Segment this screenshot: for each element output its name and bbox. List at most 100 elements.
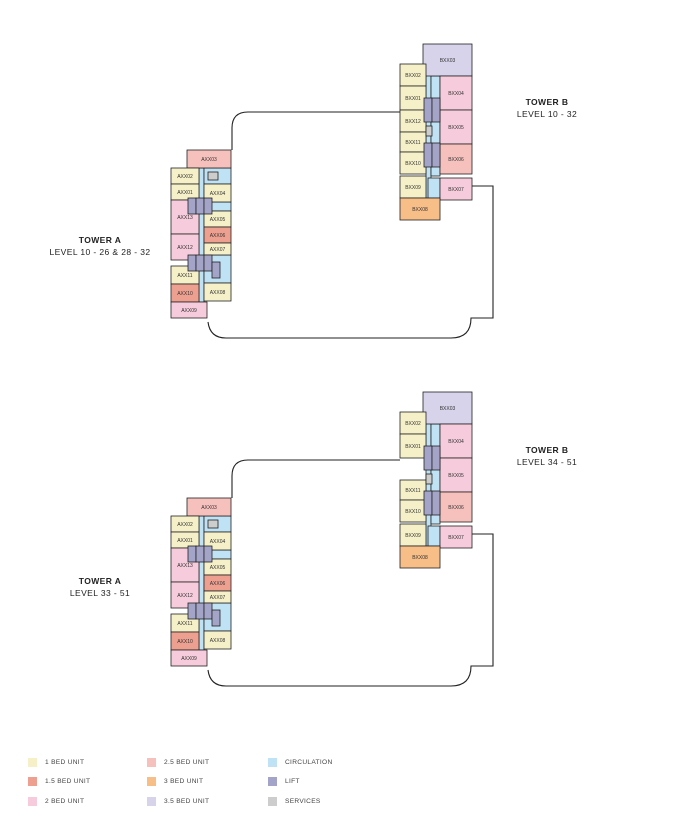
lift [423,445,433,471]
unit-label-bxx01: BXX01 [405,96,421,102]
legend-item-1-bed: 1 BED UNIT [28,756,84,768]
services [207,171,219,181]
unit-label-bxx06: BXX06 [448,505,464,511]
legend-label: 1 BED UNIT [45,758,85,766]
unit-label-axx01: AXX01 [177,190,193,196]
unit-label-axx04: AXX04 [210,191,226,197]
lift [195,197,205,215]
lift [195,602,205,620]
legend-label: LIFT [285,777,300,785]
unit-label-axx10: AXX10 [177,639,193,645]
plan-2-tower-b-label: TOWER B LEVEL 34 - 51 [492,444,602,468]
unit-label-axx07: AXX07 [210,595,226,601]
unit-label-bxx08: BXX08 [412,555,428,561]
legend-swatch [147,796,156,806]
plan-2-tower-a-block: AXX03AXX02AXX01AXX13AXX12AXX11AXX10AXX09… [170,497,232,667]
unit-label-axx05: AXX05 [210,217,226,223]
plan-1-tower-b-title: TOWER B [525,97,569,107]
legend-swatch [268,776,277,786]
legend-label: 3.5 BED UNIT [164,797,210,805]
legend-item-3-5-bed: 3.5 BED UNIT [147,795,209,807]
lift [423,97,433,123]
unit-label-bxx06: BXX06 [448,157,464,163]
unit-label-axx06: AXX06 [210,581,226,587]
legend-item-circulation: CIRCULATION [268,756,333,768]
lift [203,602,213,620]
corridor [198,515,205,651]
legend-item-2-bed: 2 BED UNIT [28,795,84,807]
lift [187,254,197,272]
unit-label-bxx02: BXX02 [405,73,421,79]
unit-axx07 [203,590,232,604]
unit-label-bxx10: BXX10 [405,161,421,167]
lift [195,254,205,272]
unit-label-axx12: AXX12 [177,245,193,251]
unit-label-axx09: AXX09 [181,308,197,314]
unit-label-bxx10: BXX10 [405,509,421,515]
unit-bxx07 [439,177,473,201]
lift [203,197,213,215]
lift [431,142,441,168]
unit-label-axx02: AXX02 [177,522,193,528]
unit-label-bxx12: BXX12 [405,119,421,125]
unit-axx03 [186,497,232,517]
unit-bxx08 [399,545,441,569]
unit-label-axx10: AXX10 [177,291,193,297]
plan-2-tower-b-block: BXX03BXX04BXX05BXX06BXX07BXX02BXX01BXX11… [399,391,473,569]
unit-label-bxx11: BXX11 [405,488,420,494]
legend-swatch [268,796,277,806]
plan-2-podium-outline [207,459,494,687]
plan-1-tower-a-level: LEVEL 10 - 26 & 28 - 32 [49,247,151,257]
unit-label-axx03: AXX03 [201,157,217,163]
legend-item-services: SERVICES [268,795,321,807]
services [425,125,433,137]
legend-swatch [147,776,156,786]
unit-axx07 [203,242,232,256]
unit-label-bxx02: BXX02 [405,421,421,427]
unit-label-bxx09: BXX09 [405,533,421,539]
legend-label: 2.5 BED UNIT [164,758,210,766]
services [425,473,433,485]
core-circulation [427,177,441,199]
legend-label: SERVICES [285,797,321,805]
plan-1-podium-outline [207,111,494,339]
legend-label: CIRCULATION [285,758,333,766]
unit-label-bxx05: BXX05 [448,125,464,131]
unit-label-bxx05: BXX05 [448,473,464,479]
legend-swatch [147,757,156,767]
unit-bxx01 [399,433,427,459]
lift [211,609,221,627]
unit-label-bxx08: BXX08 [412,207,428,213]
legend-swatch [268,757,277,767]
unit-label-bxx07: BXX07 [448,535,464,541]
plan-1-tower-b-block: BXX03BXX04BXX05BXX06BXX07BXX02BXX01BXX12… [399,43,473,221]
lift [203,545,213,563]
unit-label-bxx03: BXX03 [440,406,456,412]
unit-label-axx06: AXX06 [210,233,226,239]
lift [187,197,197,215]
legend-swatch [28,776,37,786]
lift [423,490,433,516]
unit-bxx08 [399,197,441,221]
unit-label-bxx07: BXX07 [448,187,464,193]
plan-1-tower-a-title: TOWER A [78,235,122,245]
unit-label-axx12: AXX12 [177,593,193,599]
unit-label-axx08: AXX08 [210,290,226,296]
unit-axx09 [170,649,208,667]
lift [431,490,441,516]
plan-1-tower-a-block: AXX03AXX02AXX01AXX13AXX12AXX11AXX10AXX09… [170,149,232,319]
legend-label: 2 BED UNIT [45,797,85,805]
unit-label-axx05: AXX05 [210,565,226,571]
legend-item-2-5-bed: 2.5 BED UNIT [147,756,209,768]
unit-axx03 [186,149,232,169]
lift [195,545,205,563]
legend-label: 3 BED UNIT [164,777,204,785]
legend-item-1-5-bed: 1.5 BED UNIT [28,775,90,787]
unit-label-bxx03: BXX03 [440,58,456,64]
unit-label-axx13: AXX13 [177,563,193,569]
core-circulation [427,525,441,547]
unit-label-axx03: AXX03 [201,505,217,511]
unit-bxx05 [439,457,473,493]
plan-2-tower-a-label: TOWER A LEVEL 33 - 51 [40,575,160,599]
